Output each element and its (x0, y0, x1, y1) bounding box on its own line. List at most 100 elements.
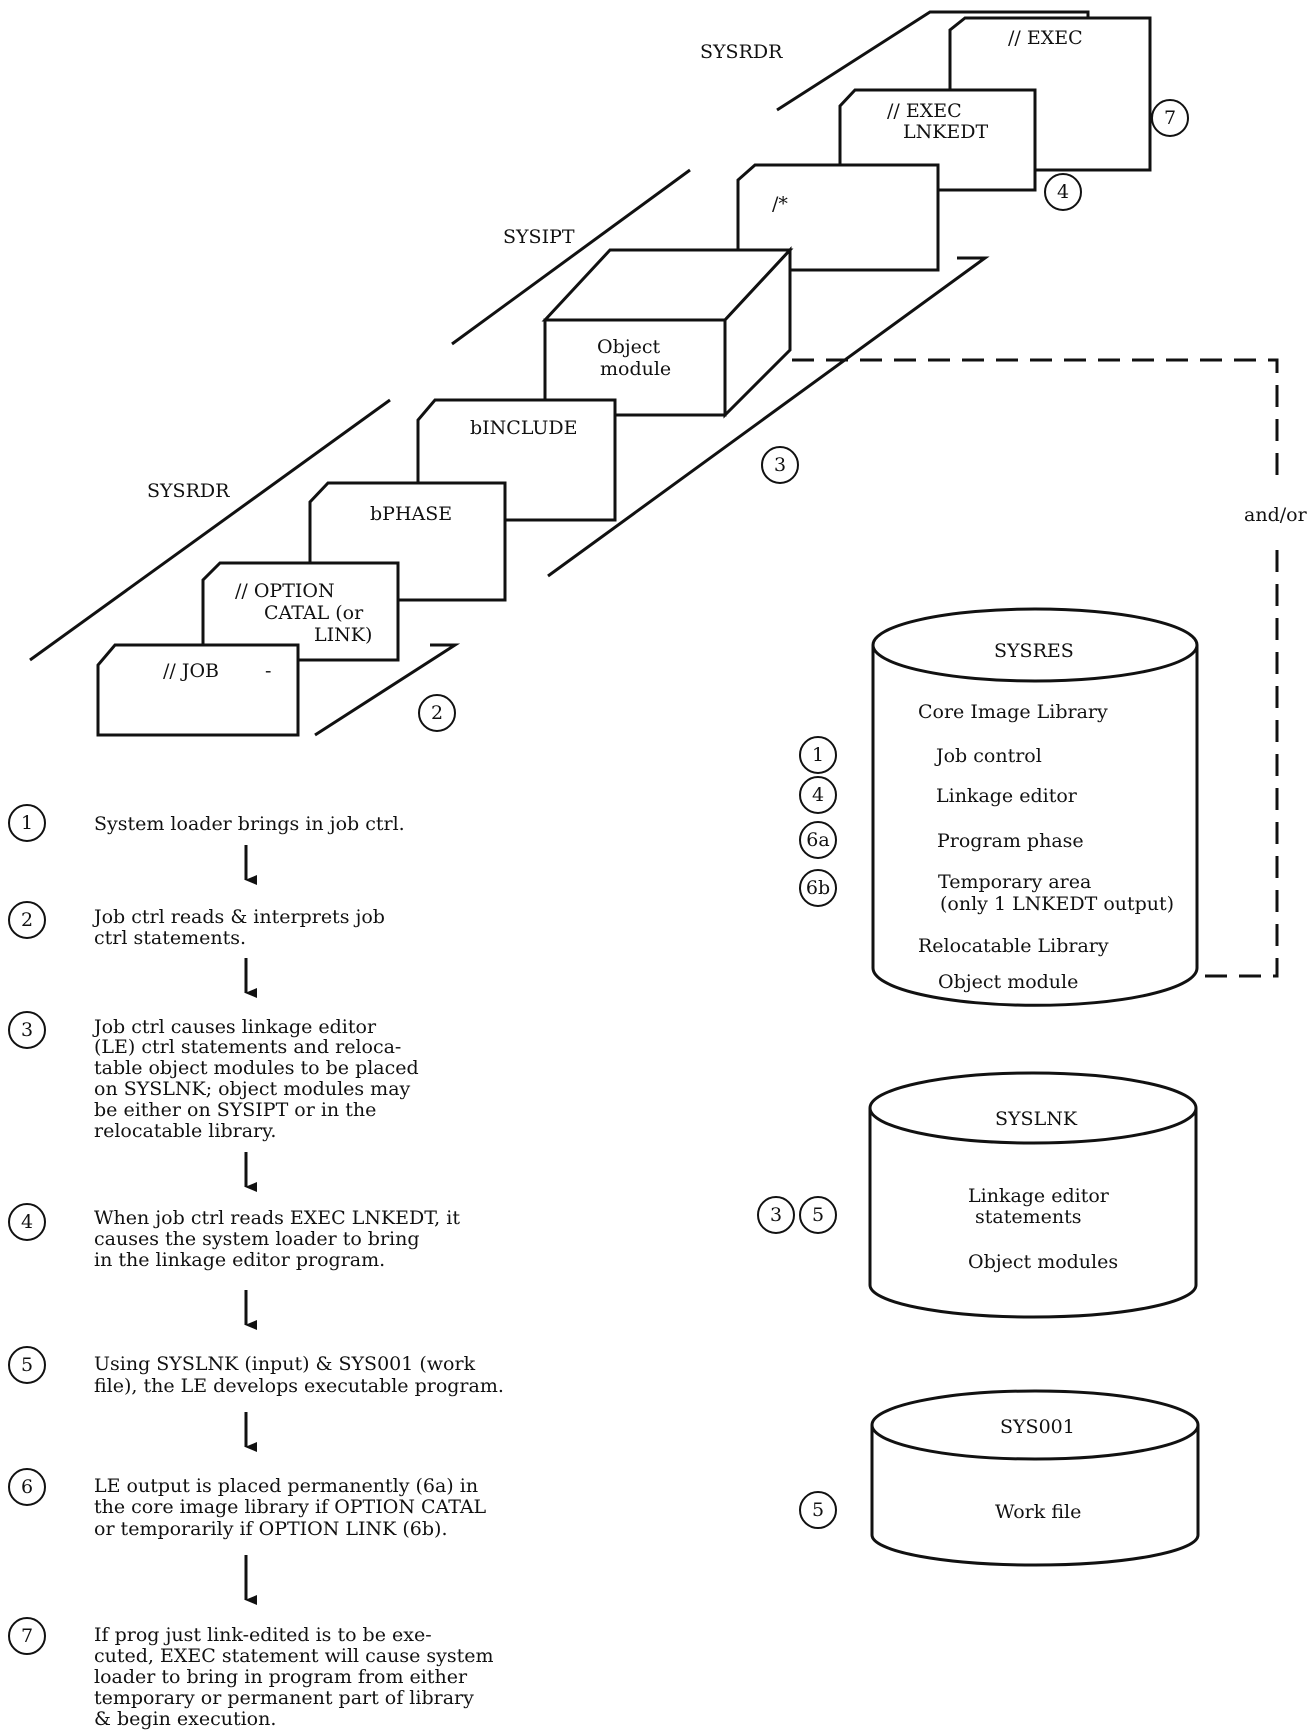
card-exec-lnkedt-line2: LNKEDT (903, 121, 989, 143)
card-option: // OPTION CATAL (or LINK) (201, 561, 400, 662)
step-6-line-2: the core image library if OPTION CATAL (94, 1496, 487, 1518)
step-1-marker (8, 804, 46, 842)
sysres-temporary-area: Temporary area (938, 871, 1091, 893)
marker-7 (1151, 99, 1189, 137)
step-3-line-1: Job ctrl causes linkage editor (92, 1016, 377, 1038)
sys001-line1: Work file (995, 1501, 1081, 1523)
step-6-marker-text: 6 (21, 1476, 33, 1498)
step-5-line-2: file), the LE develops executable progra… (94, 1375, 504, 1397)
sysrdr-bottom-reader: SYSRDR (29, 398, 461, 737)
card-end-delimiter-label: /* (772, 193, 788, 215)
syslnk-line3: Object modules (968, 1251, 1118, 1273)
step-4-marker-text: 4 (21, 1211, 33, 1233)
object-module-line1: Object (597, 336, 661, 358)
sysipt-reader: SYSIPT (451, 168, 990, 578)
step-4-line-2: causes the system loader to bring (94, 1228, 420, 1250)
syslnk-line2: statements (975, 1206, 1081, 1228)
step-1-marker-text: 1 (21, 812, 33, 834)
step-7-line-3: loader to bring in program from either (94, 1666, 468, 1688)
object-module-block: Object module (541, 246, 794, 419)
sysres-marker-4-text: 4 (812, 784, 824, 806)
step-2-marker-text: 2 (21, 909, 33, 931)
sysres-marker-6a-text: 6a (806, 829, 829, 851)
step-3-marker (8, 1011, 46, 1049)
card-exec-lnkedt-line1: // EXEC (887, 100, 962, 122)
step-2-line-1: Job ctrl reads & interprets job (92, 906, 385, 928)
step-3-line-2: (LE) ctrl statements and reloca- (94, 1036, 401, 1058)
sysres-linkage-editor: Linkage editor (936, 785, 1078, 807)
step-7-line-1: If prog just link-edited is to be exe- (94, 1624, 432, 1646)
sysres-marker-4 (799, 776, 837, 814)
step-5-marker-text: 5 (21, 1354, 33, 1376)
card-exec-label: // EXEC (1008, 27, 1083, 49)
sys001-title: SYS001 (1000, 1416, 1075, 1438)
step-7-line-2: cuted, EXEC statement will cause system (94, 1645, 494, 1667)
sys001-cylinder: SYS001 Work file 5 (799, 1389, 1200, 1567)
card-end-delimiter: /* (736, 163, 940, 272)
card-job-mark: - (265, 660, 271, 682)
sysres-title: SYSRES (994, 640, 1074, 662)
card-option-line1: // OPTION (235, 580, 335, 602)
marker-7-text: 7 (1164, 107, 1176, 129)
step-5-marker (8, 1346, 46, 1384)
connector-upper (792, 358, 1279, 482)
and-or-connector: and/or (792, 358, 1307, 978)
sysres-marker-6a (799, 821, 837, 859)
step-7-line-5: & begin execution. (94, 1708, 276, 1730)
marker-3 (761, 446, 799, 484)
step-1-line-1: System loader brings in job ctrl. (94, 813, 405, 835)
step-6-marker (8, 1468, 46, 1506)
sysres-marker-1-text: 1 (812, 744, 824, 766)
step-3-line-4: on SYSLNK; object modules may (94, 1078, 411, 1100)
sys001-marker-5-text: 5 (812, 1499, 824, 1521)
sysipt-stack-base (547, 256, 990, 578)
sysrdr-top-label: SYSRDR (700, 41, 783, 63)
syslnk-marker-3 (757, 1196, 795, 1234)
step-4-line-1: When job ctrl reads EXEC LNKEDT, it (94, 1207, 460, 1229)
step-7-marker-text: 7 (21, 1625, 33, 1647)
marker-4 (1044, 173, 1082, 211)
step-list: 1 System loader brings in job ctrl. 2 Jo… (8, 804, 504, 1730)
step-7-line-4: temporary or permanent part of library (94, 1687, 474, 1709)
sysres-program-phase: Program phase (937, 830, 1084, 852)
syslnk-marker-5-text: 5 (812, 1204, 824, 1226)
card-phase-label: bPHASE (370, 503, 452, 525)
step-5-line-1: Using SYSLNK (input) & SYS001 (work (94, 1353, 476, 1375)
syslnk-cylinder: SYSLNK Linkage editor statements Object … (757, 1071, 1198, 1319)
sysrdr-bottom-stack-base (314, 643, 461, 737)
card-job-label: // JOB (163, 660, 219, 682)
sysres-cylinder: SYSRES Core Image Library 1 Job control … (799, 607, 1199, 1007)
syslnk-marker-3-text: 3 (770, 1204, 782, 1226)
step-7-marker (8, 1617, 46, 1655)
sysres-object-module: Object module (938, 971, 1078, 993)
syslnk-title: SYSLNK (995, 1108, 1078, 1130)
card-job: // JOB - (96, 643, 300, 737)
step-3-line-5: be either on SYSIPT or in the (94, 1099, 376, 1121)
sysres-relocatable-label: Relocatable Library (918, 935, 1109, 957)
step-4-line-3: in the linkage editor program. (94, 1249, 385, 1271)
object-module-line2: module (600, 358, 671, 380)
sysipt-label: SYSIPT (503, 226, 575, 248)
marker-3-text: 3 (774, 454, 786, 476)
sysrdr-bottom-stack-outline (29, 398, 391, 662)
sysres-temporary-area-note: (only 1 LNKEDT output) (940, 893, 1174, 915)
sysres-marker-1 (799, 736, 837, 774)
sysrdr-bottom-label: SYSRDR (147, 480, 230, 502)
step-6-line-3: or temporarily if OPTION LINK (6b). (94, 1518, 448, 1540)
step-4-marker (8, 1203, 46, 1241)
marker-2 (418, 694, 456, 732)
step-2-line-2: ctrl statements. (94, 927, 246, 949)
object-module-front (543, 318, 727, 417)
step-3-line-6: relocatable library. (94, 1120, 276, 1142)
syslnk-marker-5 (799, 1196, 837, 1234)
connector-lower (1197, 550, 1279, 978)
syslnk-line1: Linkage editor (968, 1185, 1110, 1207)
step-6-line-1: LE output is placed permanently (6a) in (94, 1475, 478, 1497)
step-3-marker-text: 3 (21, 1019, 33, 1041)
step-3-line-3: table object modules to be placed (94, 1057, 419, 1079)
sysipt-stack-outline (451, 168, 691, 346)
sysres-marker-6b (799, 869, 837, 907)
sys001-marker-5 (799, 1491, 837, 1529)
card-option-line3: LINK) (314, 624, 372, 646)
